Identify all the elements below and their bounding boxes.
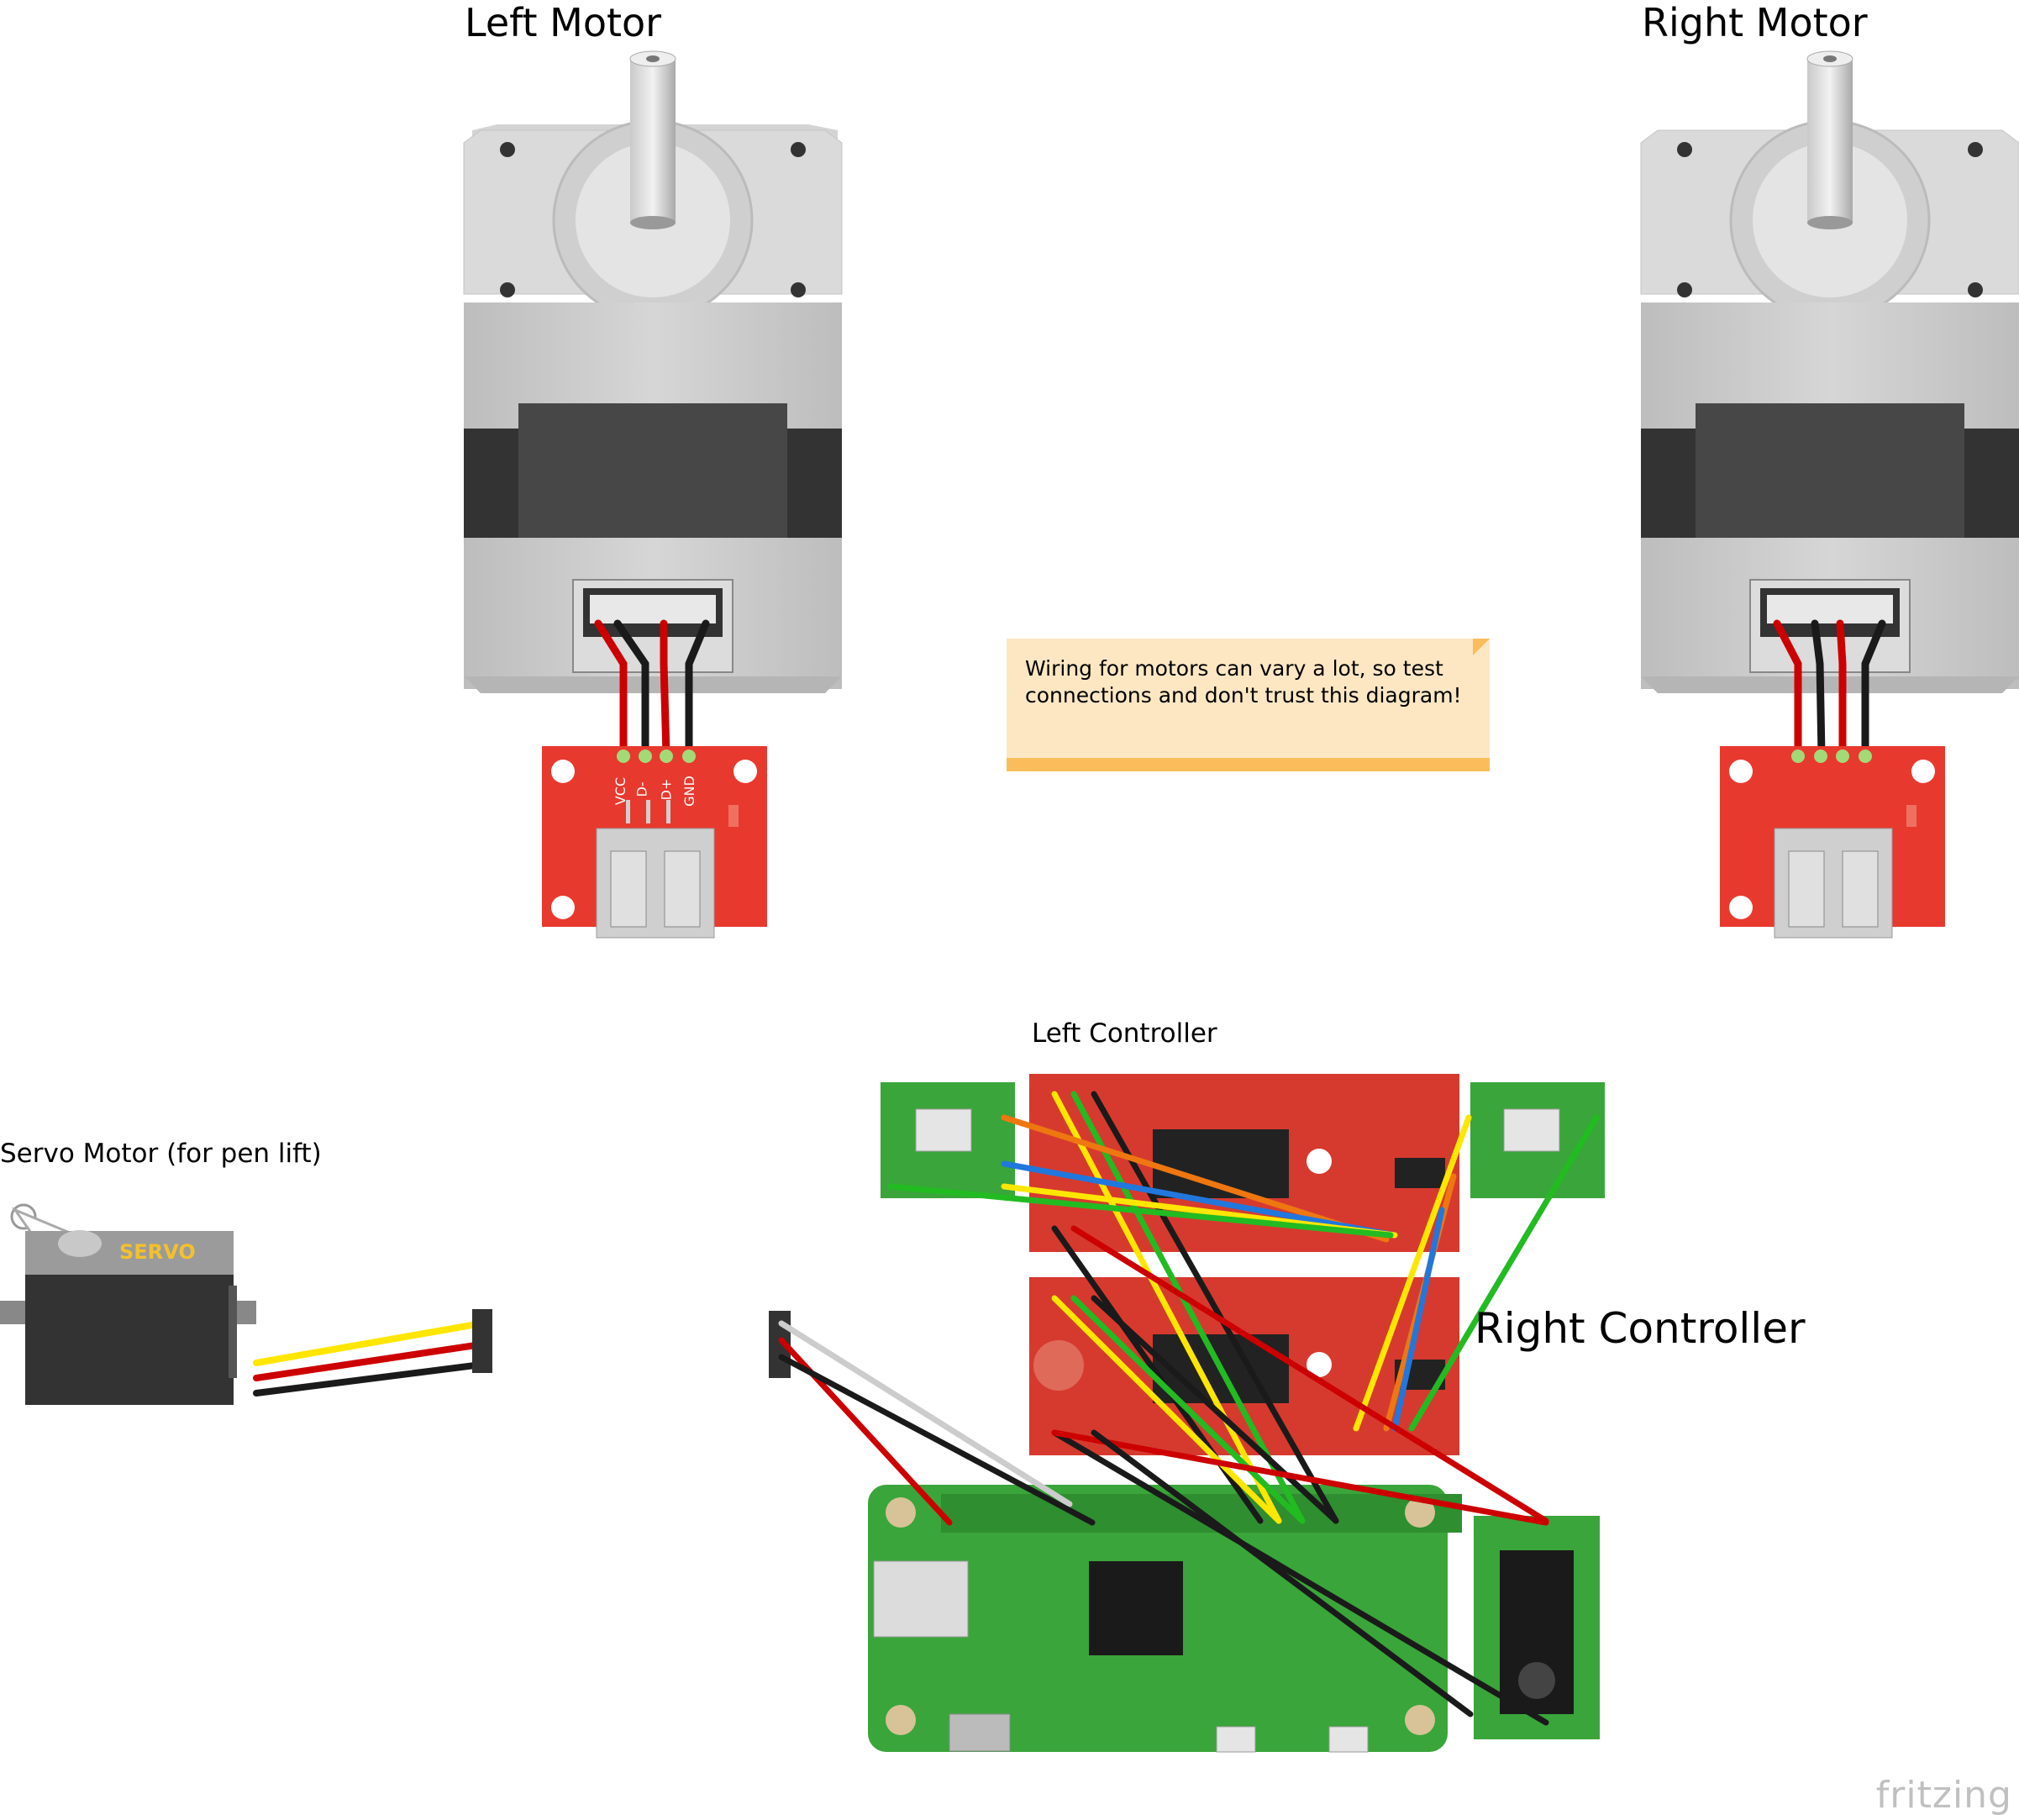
warning-note: Wiring for motors can vary a lot, so tes… (1007, 639, 1490, 771)
left-stepper-motor (463, 50, 843, 693)
fritzing-logo: fritzing (1875, 1774, 2012, 1817)
left-controller-label: Left Controller (1032, 1018, 1217, 1049)
servo-wires (253, 1309, 492, 1397)
right-motor-label: Right Motor (1642, 0, 1868, 45)
left-motor-wires (594, 619, 710, 759)
right-usb-breakout (1720, 746, 1945, 939)
raspberry-pi-zero (868, 1485, 1462, 1753)
left-controller-board (881, 1074, 1605, 1252)
servo-brand-label: SERVO (119, 1240, 196, 1264)
breakout-pin-vcc: VCC (613, 776, 629, 806)
right-stepper-motor (1640, 50, 2019, 693)
dc-power-jack (1474, 1516, 1600, 1739)
warning-note-text: Wiring for motors can vary a lot, so tes… (1025, 656, 1462, 707)
note-fold-corner (1473, 639, 1490, 655)
servo-motor (0, 1203, 256, 1405)
left-usb-breakout (542, 746, 767, 939)
controller-wires (778, 1091, 1600, 1726)
right-motor-wires (1773, 619, 1886, 759)
breakout-pin-dplus: D+ (658, 778, 675, 801)
breakout-pin-gnd: GND (681, 776, 697, 807)
breakout-pin-dminus: D- (634, 781, 650, 797)
right-controller-label: Right Controller (1475, 1304, 1806, 1353)
servo-label: Servo Motor (for pen lift) (0, 1139, 322, 1169)
left-motor-label: Left Motor (465, 0, 662, 45)
